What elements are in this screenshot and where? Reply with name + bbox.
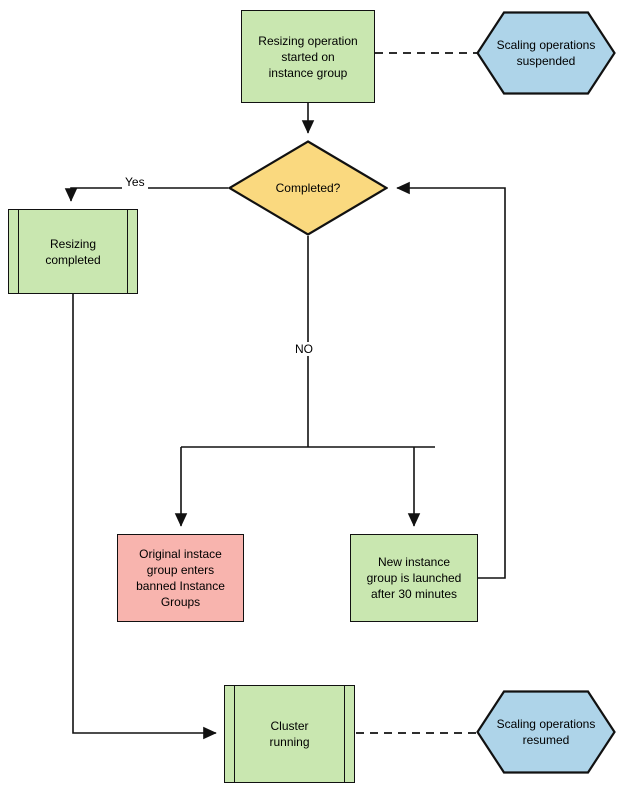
edge-new-instance-group-to-decision — [396, 181, 506, 579]
edge-label-no: NO — [292, 342, 316, 356]
edge-decision-yes-to-resizing-completed — [64, 187, 228, 202]
hexagon-shape — [476, 690, 616, 774]
node-resizing-started[interactable]: Resizing operation started on instance g… — [241, 10, 375, 103]
node-completed-decision[interactable]: Completed? — [228, 140, 388, 236]
node-scaling-suspended[interactable]: Scaling operations suspended — [476, 11, 616, 95]
edge-label-yes: Yes — [122, 175, 148, 189]
node-original-banned-label: Original instace group enters banned Ins… — [136, 547, 225, 609]
node-scaling-suspended-label: Scaling operations suspended — [496, 38, 596, 68]
node-resizing-started-label: Resizing operation started on instance g… — [258, 33, 358, 80]
predefined-bar-right — [127, 210, 128, 293]
node-completed-decision-label: Completed? — [275, 181, 341, 195]
node-cluster-running-label: Cluster running — [269, 719, 310, 749]
node-new-instance-group-label: New instance group is launched after 30 … — [366, 555, 462, 601]
node-resizing-completed[interactable]: Resizing completed — [8, 209, 138, 294]
hexagon-shape — [476, 11, 616, 95]
edge-resizing-completed-to-cluster-running — [72, 294, 217, 740]
node-scaling-resumed[interactable]: Scaling operations resumed — [476, 690, 616, 774]
predefined-bar-left — [234, 686, 235, 782]
node-resizing-completed-label: Resizing completed — [45, 236, 101, 267]
node-cluster-running[interactable]: Cluster running — [224, 685, 355, 783]
predefined-bar-right — [344, 686, 345, 782]
predefined-bar-left — [18, 210, 19, 293]
node-new-instance-group[interactable]: New instance group is launched after 30 … — [350, 534, 478, 622]
node-original-banned[interactable]: Original instace group enters banned Ins… — [117, 534, 244, 622]
node-scaling-resumed-label: Scaling operations resumed — [496, 717, 596, 747]
diamond-shape — [228, 140, 388, 236]
